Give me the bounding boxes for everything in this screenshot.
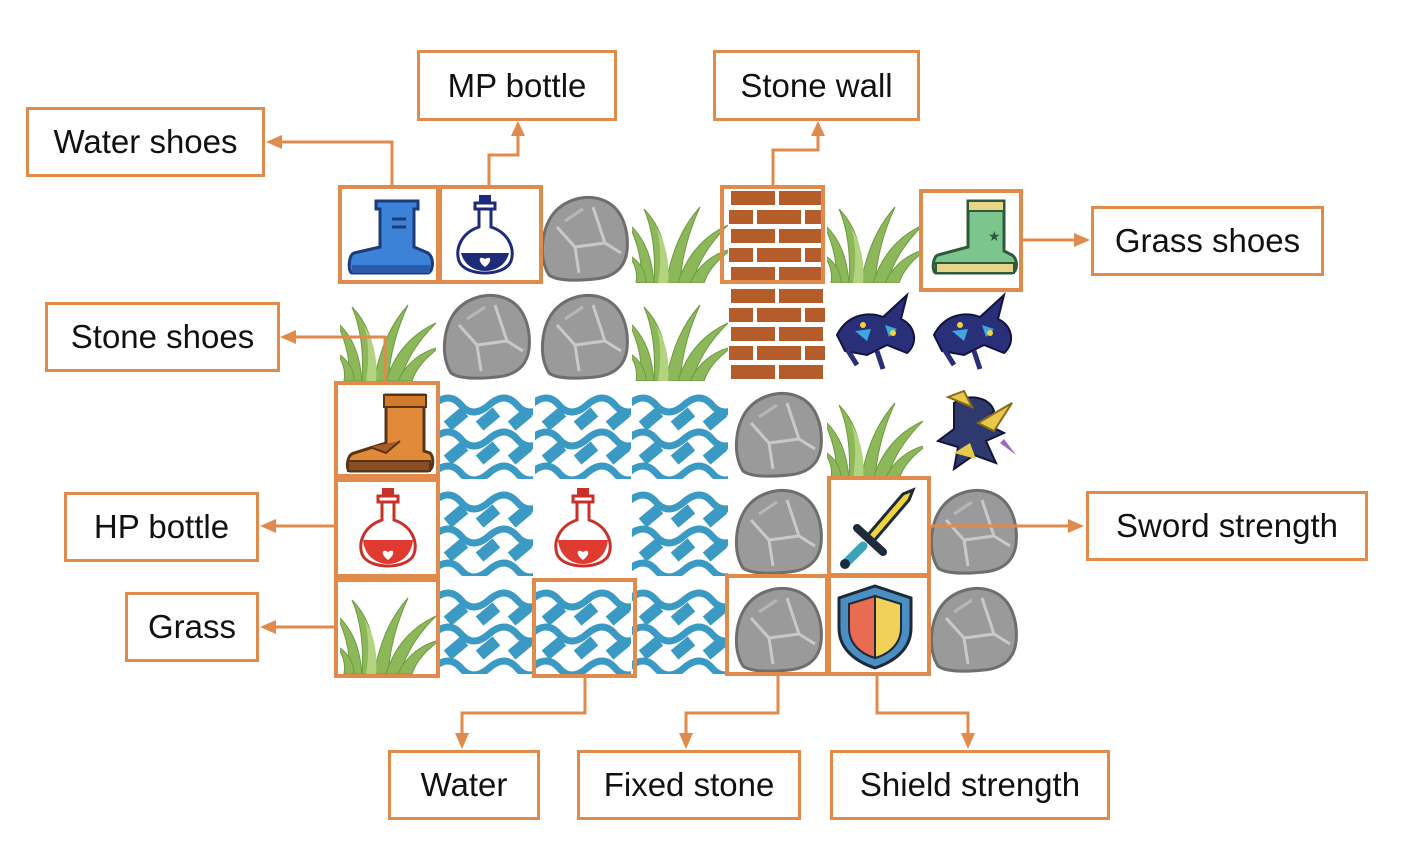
tile-sword (827, 480, 923, 576)
tile-hp-bottle (535, 480, 631, 576)
tile-stone (729, 578, 825, 674)
highlight-grass-shoes (919, 189, 1023, 292)
tile-grass (827, 187, 923, 283)
label-water-shoes: Water shoes (26, 107, 265, 177)
arrowhead (260, 519, 276, 533)
tile-water (437, 578, 533, 674)
tile-grass (340, 285, 436, 381)
label-stone-wall: Stone wall (713, 50, 920, 121)
highlight-water-shoes (338, 185, 440, 284)
label-shield-strength: Shield strength (830, 750, 1110, 820)
connector-fixed-stone (684, 676, 780, 735)
arrowhead (260, 620, 276, 634)
tile-shield (827, 578, 923, 674)
tile-water (632, 578, 728, 674)
label-sword-strength: Sword strength (1086, 491, 1368, 561)
tile-hp-bottle (340, 480, 436, 576)
tile-mp-bottle (437, 187, 533, 283)
tile-stone (729, 383, 825, 479)
tile-monster-blue (827, 285, 923, 381)
arrowhead (511, 121, 525, 136)
label-fixed-stone: Fixed stone (577, 750, 801, 820)
tile-water (535, 383, 631, 479)
highlight-mp-bottle (438, 185, 543, 284)
tile-water (632, 480, 728, 576)
tile-grass (827, 383, 923, 479)
connector-stone-wall (771, 135, 820, 187)
connector-water-shoes (280, 140, 394, 187)
tile-stone-shoes (340, 383, 436, 479)
tile-stone (535, 285, 631, 381)
tile-wall (729, 285, 825, 381)
label-hp-bottle: HP bottle (64, 492, 259, 562)
tile-stone (729, 480, 825, 576)
highlight-stone-wall (720, 185, 825, 284)
label-mp-bottle: MP bottle (417, 50, 617, 121)
tile-grass-shoes: ★ (924, 187, 1020, 283)
tile-stone (924, 578, 1020, 674)
connector-shield (875, 676, 970, 735)
highlight-fixed-stone (725, 574, 829, 676)
tile-water (535, 578, 631, 674)
highlight-hp-bottle (334, 478, 440, 578)
tile-water-shoes (340, 187, 436, 283)
arrowhead (961, 733, 975, 749)
tile-stone (924, 480, 1020, 576)
connector-water (460, 676, 587, 735)
arrowhead (679, 733, 693, 749)
tile-water (437, 480, 533, 576)
tile-monster-gold (924, 383, 1020, 479)
highlight-grass (334, 578, 440, 678)
highlight-sword (827, 476, 931, 577)
label-stone-shoes: Stone shoes (45, 302, 280, 372)
label-grass: Grass (125, 592, 259, 662)
tile-grass (632, 187, 728, 283)
connector-mp-bottle (487, 135, 520, 187)
connector-stone-shoes (294, 335, 387, 383)
tile-stone (437, 285, 533, 381)
arrowhead (1068, 519, 1084, 533)
arrowhead (266, 135, 282, 149)
tile-grass (632, 285, 728, 381)
label-grass-shoes: Grass shoes (1091, 206, 1324, 276)
highlight-shield (827, 574, 931, 676)
tile-monster-blue (924, 285, 1020, 381)
label-water: Water (388, 750, 540, 820)
tile-stone (535, 187, 631, 283)
tile-water (632, 383, 728, 479)
arrowhead (811, 121, 825, 136)
arrowhead (280, 330, 296, 344)
highlight-stone-shoes (334, 381, 440, 478)
tile-grass (340, 578, 436, 674)
arrowhead (455, 733, 469, 749)
highlight-water (532, 578, 637, 678)
arrowhead (1074, 233, 1090, 247)
svg-text:★: ★ (988, 229, 1001, 245)
tile-wall (729, 187, 825, 283)
tile-water (437, 383, 533, 479)
